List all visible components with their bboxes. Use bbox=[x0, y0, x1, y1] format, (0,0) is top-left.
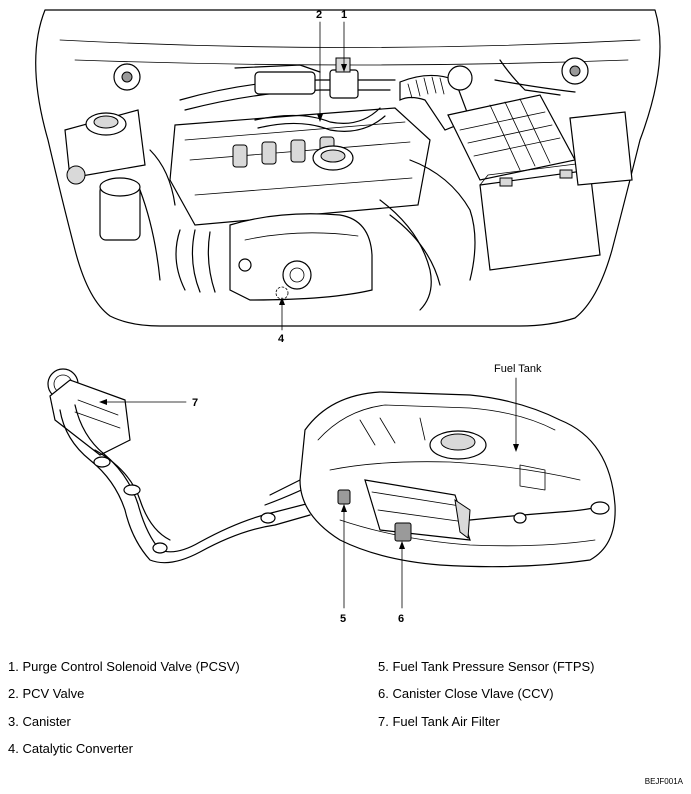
callout-fuel-tank: Fuel Tank bbox=[494, 363, 542, 452]
callout-2: 2 bbox=[316, 9, 323, 122]
legend-item-catalytic-converter: 4. Catalytic Converter bbox=[8, 741, 133, 756]
callout-6: 6 bbox=[398, 541, 405, 625]
svg-text:6: 6 bbox=[398, 613, 404, 625]
callout-1: 1 bbox=[341, 9, 347, 72]
svg-text:1: 1 bbox=[341, 9, 347, 21]
legend-item-ftps: 5. Fuel Tank Pressure Sensor (FTPS) bbox=[378, 659, 595, 674]
svg-text:4: 4 bbox=[278, 333, 285, 345]
legend-item-pcsv: 1. Purge Control Solenoid Valve (PCSV) bbox=[8, 659, 240, 674]
legend-item-ccv: 6. Canister Close Vlave (CCV) bbox=[378, 686, 554, 701]
callout-7: 7 bbox=[99, 397, 198, 409]
callout-4: 4 bbox=[278, 297, 285, 345]
svg-text:2: 2 bbox=[316, 9, 322, 21]
legend-item-canister: 3. Canister bbox=[8, 714, 71, 729]
engine-bay-illustration bbox=[35, 9, 661, 327]
callout-5: 5 bbox=[340, 504, 347, 625]
svg-text:Fuel Tank: Fuel Tank bbox=[494, 363, 542, 375]
fuel-system-illustration bbox=[47, 368, 616, 568]
svg-text:7: 7 bbox=[192, 397, 198, 409]
figure-code: BEJF001A bbox=[644, 777, 683, 786]
legend-item-pcv-valve: 2. PCV Valve bbox=[8, 686, 85, 701]
legend-item-air-filter: 7. Fuel Tank Air Filter bbox=[378, 714, 500, 729]
svg-text:5: 5 bbox=[340, 613, 346, 625]
